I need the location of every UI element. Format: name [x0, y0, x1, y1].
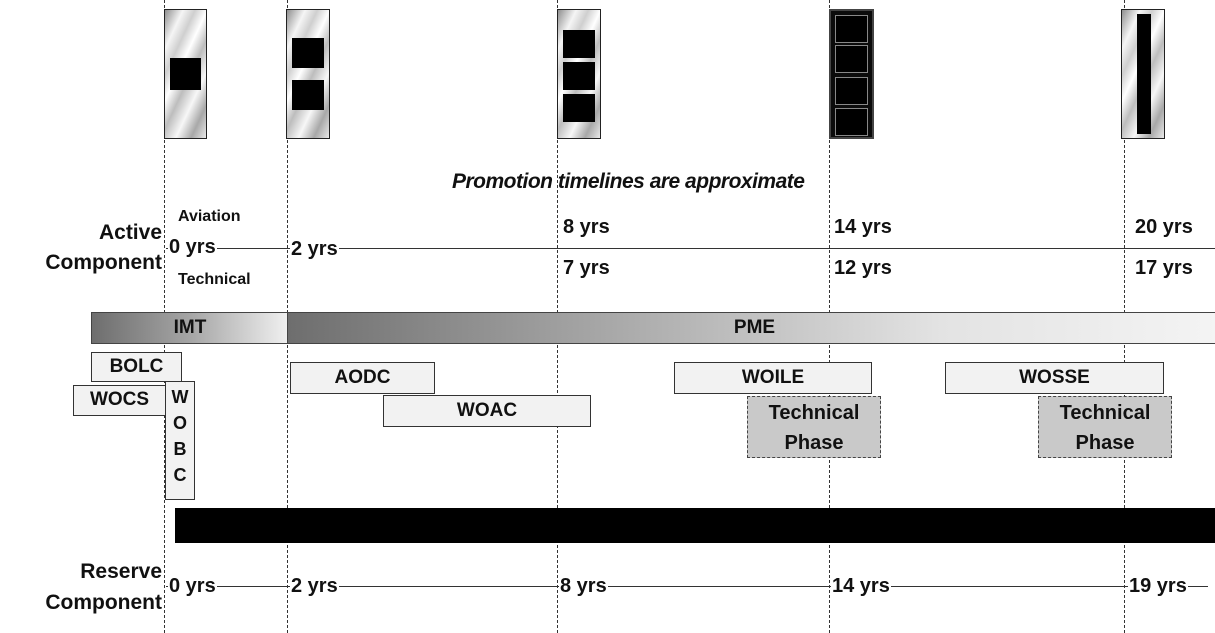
wobc-letter-o: O: [172, 413, 187, 433]
wocs-course: WOCS: [73, 385, 166, 416]
reserve-timeline-line: [166, 586, 1208, 587]
active-component-label: Active Component: [0, 218, 162, 278]
bolc-course: BOLC: [91, 352, 182, 382]
pme-band: PME: [287, 312, 1215, 344]
active-aviation-year-14: 14 yrs: [833, 216, 893, 239]
woac-course: WOAC: [383, 395, 591, 427]
technical-phase-woile: Technical Phase: [747, 396, 881, 458]
reserve-label-line2: Component: [45, 591, 162, 614]
active-technical-year-7: 7 yrs: [562, 257, 611, 280]
technical-phase-woile-line2: Phase: [784, 432, 844, 454]
active-aviation-year-2: 2 yrs: [290, 238, 339, 261]
cw5-insignia: [1121, 9, 1165, 139]
reserve-black-bar: [175, 508, 1215, 543]
wobc-letter-w: W: [171, 387, 189, 407]
wobc-letter-c: C: [173, 465, 187, 485]
active-aviation-year-0: 0 yrs: [168, 236, 217, 259]
reserve-year-8: 8 yrs: [559, 575, 608, 598]
woile-course: WOILE: [674, 362, 872, 394]
technical-phase-wosse: Technical Phase: [1038, 396, 1172, 458]
aviation-track-label: Aviation: [178, 208, 241, 225]
reserve-year-19: 19 yrs: [1128, 575, 1188, 598]
wobc-course: W O B C: [165, 381, 195, 500]
reserve-year-14: 14 yrs: [831, 575, 891, 598]
reserve-year-2: 2 yrs: [290, 575, 339, 598]
technical-track-label: Technical: [178, 271, 251, 288]
active-technical-year-17: 17 yrs: [1134, 257, 1194, 280]
cw3-insignia: [557, 9, 601, 139]
cw2-insignia: [286, 9, 330, 139]
technical-phase-wosse-line1: Technical: [1059, 402, 1151, 424]
technical-phase-wosse-line2: Phase: [1075, 432, 1135, 454]
aodc-course: AODC: [290, 362, 435, 394]
reserve-component-label: Reserve Component: [0, 556, 162, 618]
wobc-letter-b: B: [173, 439, 187, 459]
active-aviation-year-8: 8 yrs: [562, 216, 611, 239]
imt-band: IMT: [91, 312, 289, 344]
wosse-course: WOSSE: [945, 362, 1164, 394]
wo1-insignia: [164, 9, 207, 139]
technical-phase-woile-line1: Technical: [768, 402, 860, 424]
active-technical-year-12: 12 yrs: [833, 257, 893, 280]
reserve-label-line1: Reserve: [80, 560, 162, 583]
active-label-line2: Component: [45, 251, 162, 274]
reserve-year-0: 0 yrs: [168, 575, 217, 598]
active-aviation-year-20: 20 yrs: [1134, 216, 1194, 239]
promotion-note: Promotion timelines are approximate: [452, 170, 805, 193]
active-label-line1: Active: [98, 221, 162, 244]
cw4-insignia: [829, 9, 874, 139]
active-timeline-line: [166, 248, 1215, 249]
